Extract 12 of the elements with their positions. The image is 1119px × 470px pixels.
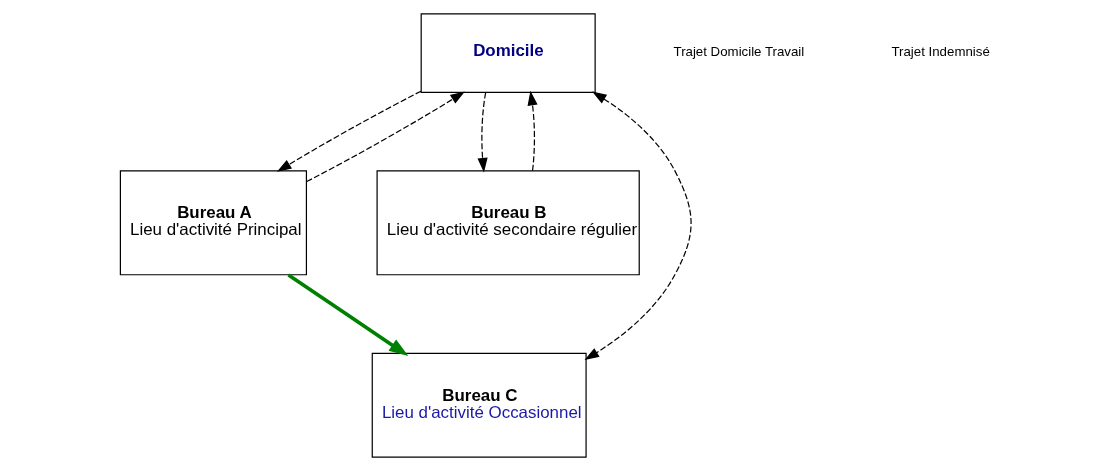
- node-box: Domicile: [420, 12, 596, 93]
- arrow: [276, 90, 422, 172]
- legend-label: Trajet Indemnisé: [891, 43, 990, 59]
- arrow: [477, 91, 488, 173]
- node-box: Bureau C Lieu d'activité Occasionnel: [371, 352, 587, 458]
- arrow: [287, 272, 409, 356]
- node-box: Bureau A Lieu d'activité Principal: [119, 169, 308, 275]
- node-box: Bureau B Lieu d'activité secondaire régulier: [376, 169, 640, 275]
- arrow: [306, 91, 465, 182]
- legend-label: Trajet Domicile Travail: [673, 43, 805, 59]
- arrow: [584, 91, 692, 360]
- arrow: [527, 90, 538, 171]
